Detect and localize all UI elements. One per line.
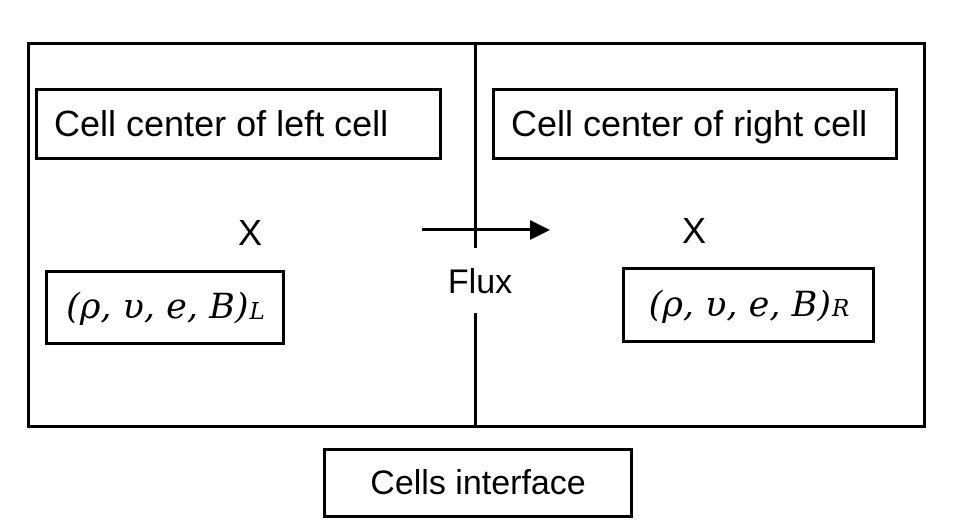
flux-arrow-line xyxy=(422,228,532,231)
left-state-vector-box: (ρ, υ, e, B)L xyxy=(45,270,285,345)
flux-label: Flux xyxy=(441,263,519,301)
cells-interface-box: Cells interface xyxy=(323,448,633,518)
left-cell-label-box: Cell center of left cell xyxy=(35,88,442,160)
right-state-vector-box: (ρ, υ, e, B)R xyxy=(622,267,875,343)
right-cell-center-marker: X xyxy=(681,210,707,251)
left-cell-center-marker: X xyxy=(237,212,263,253)
right-cell-label-box: Cell center of right cell xyxy=(492,88,898,160)
cells-interface-line-lower xyxy=(474,313,477,428)
left-cell-label: Cell center of left cell xyxy=(54,103,389,144)
cells-interface-line-upper xyxy=(474,42,477,248)
right-cell-label: Cell center of right cell xyxy=(511,103,868,144)
cells-interface-label: Cells interface xyxy=(370,464,586,502)
left-state-vector-formula: (ρ, υ, e, B) xyxy=(66,287,249,327)
flux-arrow-head-icon xyxy=(530,220,550,240)
right-state-vector-formula: (ρ, υ, e, B) xyxy=(648,284,832,325)
